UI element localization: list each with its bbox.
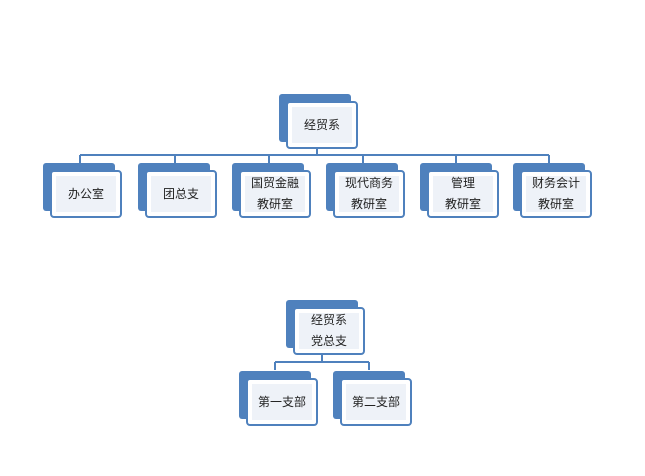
node-label: 经贸系	[292, 107, 352, 143]
node-label: 国贸金融 教研室	[245, 176, 305, 212]
node-label-line: 经贸系	[303, 117, 340, 132]
node-label: 现代商务 教研室	[339, 176, 399, 212]
node-label: 第二支部	[346, 384, 406, 420]
node-box: 经贸系	[286, 101, 358, 149]
node-box: 团总支	[145, 170, 217, 218]
node-label: 管理 教研室	[433, 176, 493, 212]
node-label-line: 办公室	[67, 186, 104, 201]
node-label-line: 教研室	[444, 197, 481, 211]
node-label-line: 团总支	[162, 186, 199, 201]
node-box: 财务会计 教研室	[520, 170, 592, 218]
node-label-line: 财务会计	[531, 176, 580, 190]
node-label-line: 管理	[450, 176, 475, 190]
node-label-line: 现代商务	[344, 176, 393, 190]
node-label-line: 教研室	[350, 197, 387, 211]
node-label: 团总支	[151, 176, 211, 212]
node-box: 管理 教研室	[427, 170, 499, 218]
node-label-line: 教研室	[256, 197, 293, 211]
node-box: 办公室	[50, 170, 122, 218]
node-label-line: 教研室	[537, 197, 574, 211]
node-box: 第二支部	[340, 378, 412, 426]
node-label-line: 第一支部	[257, 394, 306, 409]
node-label-line: 国贸金融	[250, 176, 299, 190]
node-box: 国贸金融 教研室	[239, 170, 311, 218]
node-label: 经贸系 党总支	[299, 313, 359, 349]
node-label: 财务会计 教研室	[526, 176, 586, 212]
node-box: 经贸系 党总支	[293, 307, 365, 355]
node-label-line: 第二支部	[351, 394, 400, 409]
node-box: 现代商务 教研室	[333, 170, 405, 218]
node-label-line: 党总支	[310, 334, 347, 348]
node-label-line: 经贸系	[310, 313, 347, 327]
node-box: 第一支部	[246, 378, 318, 426]
node-label: 第一支部	[252, 384, 312, 420]
node-label: 办公室	[56, 176, 116, 212]
